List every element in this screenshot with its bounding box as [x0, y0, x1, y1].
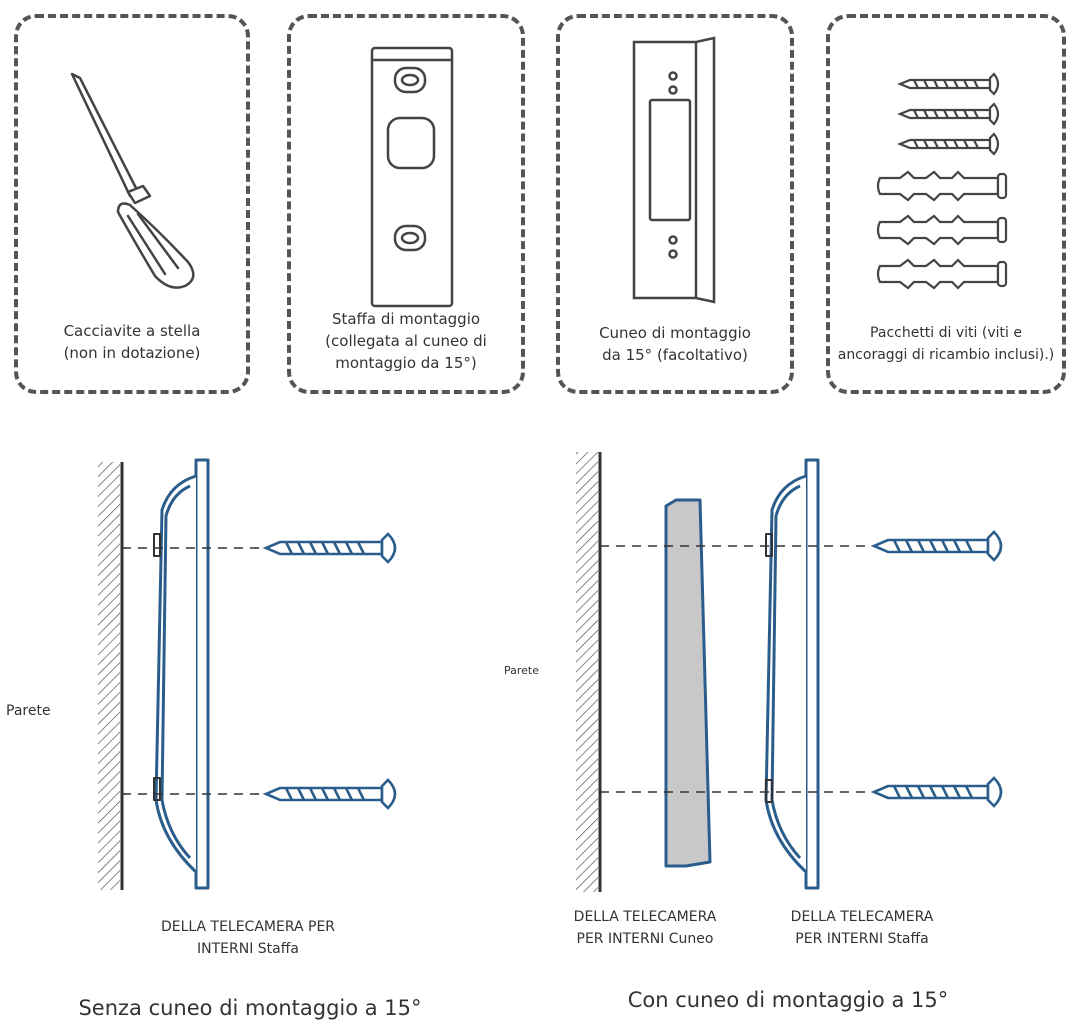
caption-screws: Pacchetti di viti (viti e ancoraggi di r… [837, 325, 1055, 363]
wall-label-left: Parete [6, 703, 51, 719]
component-box-bracket [287, 14, 525, 394]
wedge-label-right: DELLA TELECAMERA PER INTERNI Cuneo [573, 909, 717, 947]
screw-right-top [870, 530, 1003, 562]
bracket-label-left: DELLA TELECAMERA PER INTERNI Staffa [160, 919, 336, 957]
screw-right-bottom [870, 776, 1003, 808]
mounting-bracket-icon [370, 46, 454, 308]
component-box-screws [826, 14, 1066, 394]
wall-left [98, 462, 124, 890]
component-box-wedge [556, 14, 794, 394]
caption-bracket: Staffa di montaggio (collegata al cuneo … [325, 310, 487, 372]
screwdriver-icon [70, 72, 195, 289]
bracket-side-left [153, 458, 210, 890]
screw-pack-icon [876, 72, 1008, 290]
diagram-title-right: Con cuneo di montaggio a 15° [627, 988, 949, 1012]
component-box-screwdriver [14, 14, 250, 394]
screw-left-bottom [262, 778, 397, 810]
mounting-wedge-icon [632, 36, 716, 304]
caption-wedge: Cuneo di montaggio da 15° (facoltativo) [599, 324, 751, 364]
wedge-side-right [664, 498, 712, 868]
wall-right [576, 452, 602, 892]
caption-screwdriver: Cacciavite a stella (non in dotazione) [63, 322, 201, 362]
bracket-label-right: DELLA TELECAMERA PER INTERNI Staffa [790, 909, 934, 947]
screw-left-top [262, 532, 397, 564]
diagram-title-left: Senza cuneo di montaggio a 15° [78, 996, 422, 1020]
bracket-side-right [764, 458, 820, 890]
wall-label-right: Parete [504, 664, 540, 677]
